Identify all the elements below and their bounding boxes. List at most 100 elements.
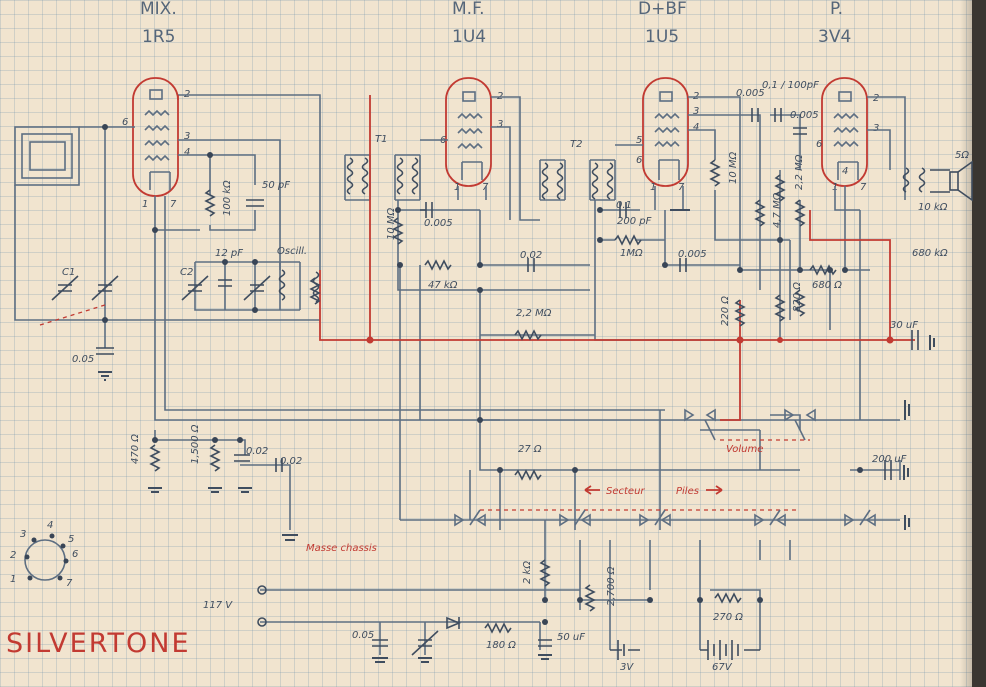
svg-text:5Ω: 5Ω — [955, 150, 969, 161]
tube-role-mf: M.F. — [452, 0, 485, 19]
svg-text:100 kΩ: 100 kΩ — [222, 180, 233, 216]
tube-mix-envelope — [132, 77, 179, 197]
svg-text:Oscill.: Oscill. — [277, 246, 307, 257]
svg-text:10 kΩ: 10 kΩ — [918, 202, 948, 213]
svg-text:0.005: 0.005 — [790, 110, 819, 121]
resistors — [149, 159, 837, 634]
svg-text:30 uF: 30 uF — [890, 320, 918, 331]
svg-text:7: 7 — [860, 182, 867, 193]
svg-text:67V: 67V — [712, 662, 733, 673]
svg-text:0.02: 0.02 — [246, 446, 268, 457]
svg-text:6: 6 — [636, 155, 642, 166]
svg-text:0.005: 0.005 — [678, 249, 707, 260]
svg-text:3: 3 — [184, 131, 190, 142]
svg-text:680 kΩ: 680 kΩ — [912, 248, 948, 259]
tube-mf-pins: 2 3 6 1 7 — [440, 91, 503, 193]
svg-text:Secteur: Secteur — [606, 486, 645, 497]
svg-text:Piles: Piles — [676, 486, 699, 497]
wiring-main — [14, 94, 906, 655]
svg-text:7: 7 — [66, 578, 73, 589]
svg-text:2,2 MΩ: 2,2 MΩ — [516, 308, 552, 319]
svg-text:7: 7 — [678, 182, 685, 193]
masse-chassis-label: Masse chassis — [306, 543, 377, 554]
tube-role-pa: P. — [830, 0, 843, 19]
svg-text:470 Ω: 470 Ω — [130, 434, 141, 464]
svg-text:1MΩ: 1MΩ — [620, 248, 643, 259]
svg-text:C2: C2 — [180, 267, 193, 278]
component-labels: 0.05 100 kΩ 50 pF 12 pF Oscill. C1 C2 T1… — [62, 80, 969, 673]
svg-text:7: 7 — [170, 199, 177, 210]
svg-text:1: 1 — [454, 182, 460, 193]
svg-text:10 MΩ: 10 MΩ — [728, 151, 739, 184]
svg-text:117 V: 117 V — [203, 600, 233, 611]
tube-mf-electrodes — [457, 91, 483, 180]
svg-text:2 kΩ: 2 kΩ — [522, 561, 533, 584]
tube-type-pa: 3V4 — [818, 27, 851, 47]
switch-contacts — [454, 408, 876, 527]
junctions — [102, 124, 894, 625]
svg-text:1: 1 — [650, 182, 656, 193]
svg-text:3: 3 — [20, 529, 26, 540]
svg-text:47 kΩ: 47 kΩ — [428, 280, 458, 291]
speaker — [930, 160, 973, 202]
svg-text:4,7 MΩ: 4,7 MΩ — [772, 192, 783, 228]
svg-text:6: 6 — [122, 117, 128, 128]
ground-symbols — [98, 209, 935, 663]
tube-det-electrodes — [654, 91, 680, 180]
svg-text:4: 4 — [693, 122, 699, 133]
tube-role-det: D+BF — [638, 0, 687, 19]
capacitors — [96, 108, 919, 647]
batteries — [610, 640, 760, 660]
svg-text:3: 3 — [693, 106, 699, 117]
svg-text:27 Ω: 27 Ω — [518, 444, 542, 455]
variable-capacitors — [51, 275, 439, 656]
brand-logo: SILVERTONE — [6, 628, 191, 659]
svg-text:0.05: 0.05 — [72, 354, 94, 365]
binder-edge — [972, 0, 986, 687]
tube-mix-electrodes — [144, 89, 171, 190]
secteur-piles-arrow: Secteur Piles — [584, 485, 723, 497]
tube-type-det: 1U5 — [645, 27, 679, 47]
svg-text:1: 1 — [10, 574, 16, 585]
svg-text:200 pF: 200 pF — [617, 216, 652, 227]
rectifier-diode — [446, 616, 462, 630]
tube-type-mf: 1U4 — [452, 27, 486, 47]
svg-text:4: 4 — [184, 147, 190, 158]
svg-text:2: 2 — [10, 550, 16, 561]
svg-text:0.05: 0.05 — [352, 630, 374, 641]
svg-text:2,2 MΩ: 2,2 MΩ — [794, 154, 805, 190]
svg-text:5: 5 — [636, 135, 642, 146]
svg-text:3: 3 — [497, 119, 503, 130]
svg-text:0,1 / 100pF: 0,1 / 100pF — [762, 80, 819, 91]
svg-text:220 Ω: 220 Ω — [720, 296, 731, 326]
page-shadow — [960, 0, 972, 687]
svg-text:680 Ω: 680 Ω — [812, 280, 842, 291]
svg-text:1,500 Ω: 1,500 Ω — [190, 424, 201, 464]
coils — [278, 157, 926, 303]
mains-plug — [257, 585, 267, 627]
svg-text:270 Ω: 270 Ω — [713, 612, 743, 623]
svg-text:C1: C1 — [62, 267, 75, 278]
svg-text:0.1: 0.1 — [616, 200, 632, 211]
svg-text:2,700 Ω: 2,700 Ω — [606, 566, 617, 606]
tube-mf-envelope — [445, 77, 492, 187]
tube-role-mix: MIX. — [140, 0, 177, 19]
tube-type-mix: 1R5 — [142, 27, 175, 47]
svg-text:5: 5 — [68, 534, 74, 545]
svg-text:0.005: 0.005 — [736, 88, 765, 99]
tube-socket-diagram: 1 2 3 4 5 6 7 — [10, 520, 78, 589]
svg-text:180 Ω: 180 Ω — [486, 640, 516, 651]
svg-text:50 uF: 50 uF — [557, 632, 585, 643]
svg-text:0.02: 0.02 — [520, 250, 542, 261]
svg-text:12 pF: 12 pF — [215, 248, 243, 259]
svg-text:6: 6 — [72, 549, 78, 560]
loop-antenna — [14, 126, 80, 186]
svg-text:820 Ω: 820 Ω — [792, 282, 803, 312]
tube-pa-electrodes — [833, 91, 859, 180]
svg-text:3V: 3V — [620, 662, 634, 673]
svg-text:1: 1 — [142, 199, 148, 210]
tube-det-envelope — [642, 77, 689, 187]
svg-text:T1: T1 — [375, 134, 387, 145]
